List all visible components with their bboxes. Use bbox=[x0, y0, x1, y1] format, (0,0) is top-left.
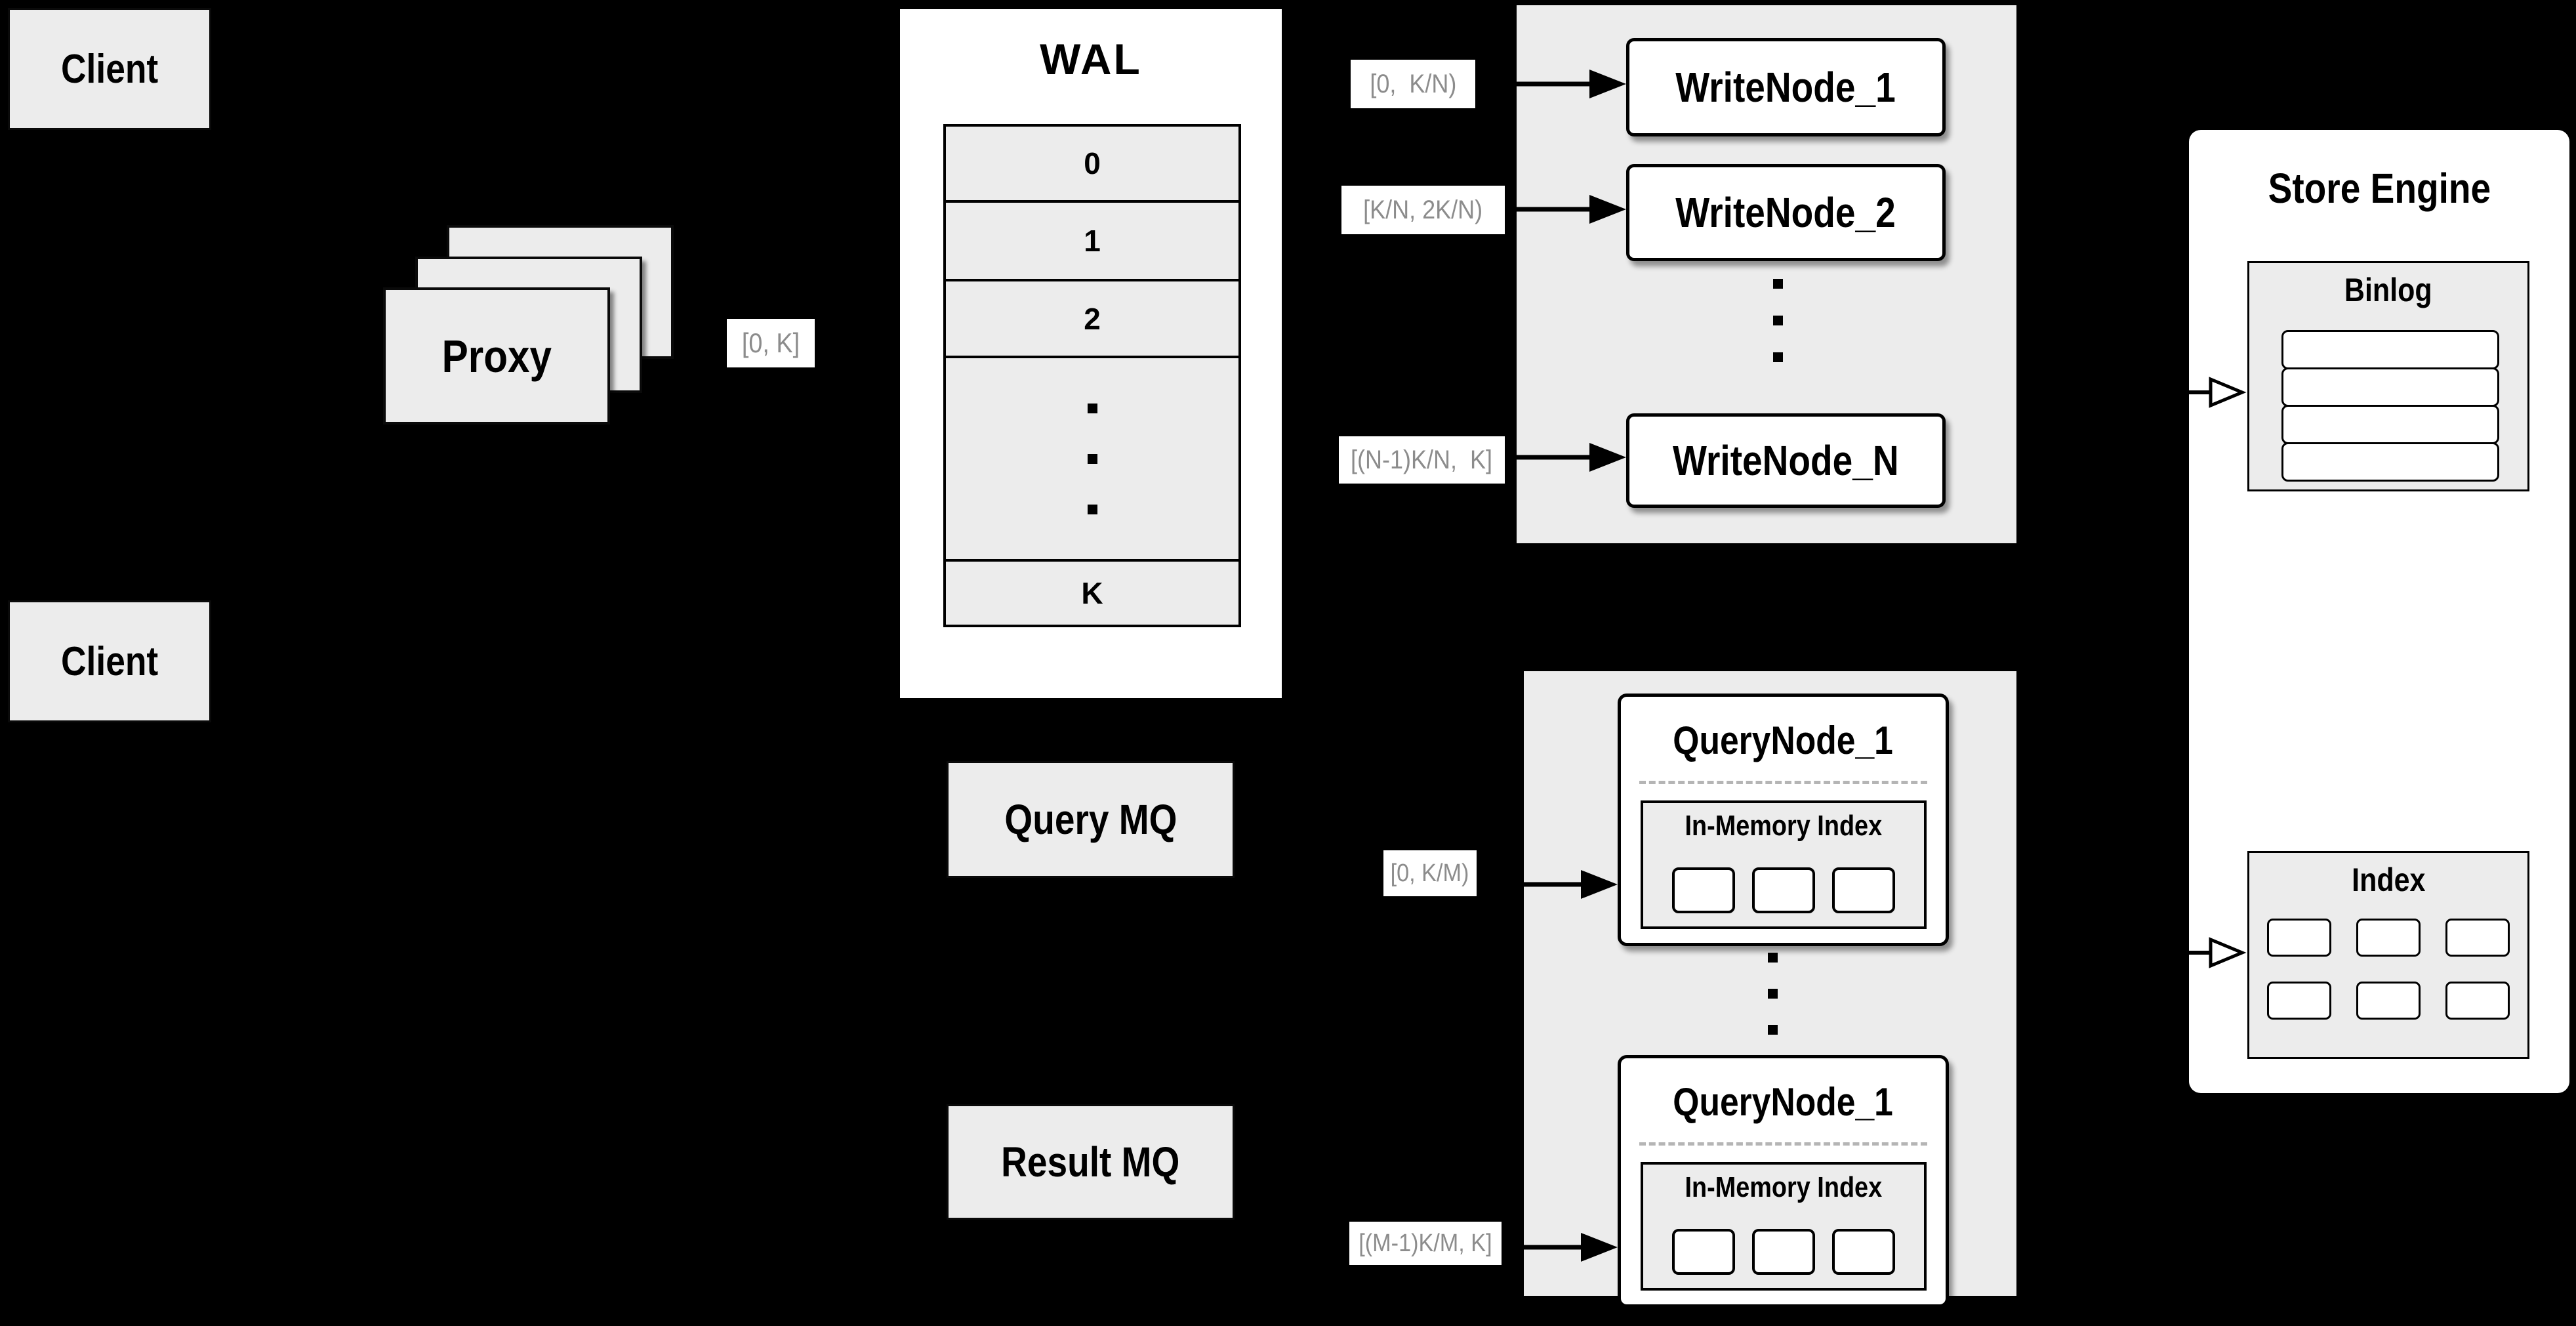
index-cell bbox=[2356, 982, 2421, 1020]
segment-cell bbox=[1752, 867, 1815, 913]
segment-cell bbox=[1832, 867, 1895, 913]
vertical-ellipsis-icon bbox=[1087, 403, 1097, 514]
index-cell bbox=[2267, 919, 2331, 957]
wal-segment-row: 1 bbox=[946, 203, 1238, 281]
index-cell bbox=[2445, 919, 2510, 957]
in-memory-index-box-2: In-Memory Index bbox=[1641, 1162, 1927, 1291]
write-node-2-box: WriteNode_2 bbox=[1626, 164, 1946, 261]
proxy-label: Proxy bbox=[441, 330, 552, 382]
query-mq-box: Query MQ bbox=[947, 761, 1235, 878]
index-cell bbox=[2356, 919, 2421, 957]
write-node-n-box: WriteNode_N bbox=[1626, 413, 1946, 508]
segment-cell bbox=[1672, 867, 1735, 913]
arrow-query-node-m bbox=[1504, 1233, 1618, 1262]
store-engine-title: Store Engine bbox=[2268, 165, 2491, 212]
in-memory-index-title: In-Memory Index bbox=[1685, 810, 1883, 842]
edge-label-write-node-2: [K/N, 2K/N) bbox=[1341, 186, 1505, 234]
edge-label-write-node-1: [0, K/N) bbox=[1351, 60, 1475, 108]
binlog-rows bbox=[2281, 330, 2499, 482]
binlog-row bbox=[2281, 367, 2499, 407]
dashed-separator bbox=[1639, 1142, 1927, 1146]
binlog-row bbox=[2281, 405, 2499, 444]
query-node-ellipsis-icon bbox=[1768, 953, 1778, 1035]
client-box-bottom: Client bbox=[8, 600, 211, 722]
result-mq-box: Result MQ bbox=[947, 1104, 1235, 1220]
wal-segment-row: 2 bbox=[946, 281, 1238, 358]
query-node-1-card: QueryNode_1 In-Memory Index bbox=[1618, 694, 1949, 946]
arrow-write-node-n bbox=[1507, 443, 1626, 472]
edge-label-query-node-m: [(M-1)K/M, K] bbox=[1349, 1222, 1502, 1265]
index-cell-row bbox=[2249, 919, 2527, 957]
arrow-query-node-1 bbox=[1479, 870, 1618, 899]
write-node-ellipsis-icon bbox=[1773, 279, 1783, 362]
segment-cell bbox=[1832, 1229, 1895, 1275]
query-node-2-card: QueryNode_1 In-Memory Index bbox=[1618, 1055, 1949, 1308]
segment-row bbox=[1643, 867, 1924, 913]
binlog-title: Binlog bbox=[2344, 272, 2432, 308]
arrow-binlog bbox=[2153, 377, 2247, 408]
wal-ellipsis-row bbox=[946, 358, 1238, 562]
segment-cell bbox=[1752, 1229, 1815, 1275]
arrow-write-node-1 bbox=[1478, 70, 1626, 98]
proxy-stack: Proxy bbox=[383, 225, 674, 425]
store-engine-box: Store Engine Binlog Index bbox=[2189, 130, 2569, 1093]
binlog-row bbox=[2281, 442, 2499, 482]
segment-cell bbox=[1672, 1229, 1735, 1275]
in-memory-index-title: In-Memory Index bbox=[1685, 1171, 1883, 1203]
wal-segment-row: 0 bbox=[946, 127, 1238, 203]
query-node-2-title: QueryNode_1 bbox=[1673, 1080, 1894, 1124]
binlog-row bbox=[2281, 330, 2499, 369]
client-box-top: Client bbox=[8, 8, 211, 130]
dashed-separator bbox=[1639, 781, 1927, 784]
client-bottom-label: Client bbox=[60, 638, 159, 684]
wal-table: 0 1 2 K bbox=[943, 124, 1241, 627]
binlog-box: Binlog bbox=[2247, 261, 2529, 491]
wal-title: WAL bbox=[1040, 35, 1142, 83]
segment-row bbox=[1643, 1229, 1924, 1275]
index-title: Index bbox=[2351, 861, 2426, 898]
proxy-card-front: Proxy bbox=[383, 287, 610, 425]
in-memory-index-box-1: In-Memory Index bbox=[1641, 800, 1927, 929]
client-top-label: Client bbox=[60, 46, 159, 92]
index-cell bbox=[2445, 982, 2510, 1020]
edge-label-query-node-1: [0, K/M) bbox=[1383, 850, 1477, 896]
edge-label-write-node-n: [(N-1)K/N, K] bbox=[1339, 436, 1505, 484]
query-node-1-title: QueryNode_1 bbox=[1673, 718, 1894, 762]
wal-segment-row: K bbox=[946, 562, 1238, 625]
arrow-index bbox=[2153, 937, 2247, 968]
index-cell bbox=[2267, 982, 2331, 1020]
edge-label-proxy-out: [0, K] bbox=[727, 319, 815, 367]
index-box: Index bbox=[2247, 851, 2529, 1059]
wal-box: WAL 0 1 2 K bbox=[897, 7, 1284, 701]
arrow-write-node-2 bbox=[1507, 195, 1626, 224]
write-node-1-box: WriteNode_1 bbox=[1626, 38, 1946, 136]
index-cell-row bbox=[2249, 982, 2527, 1020]
